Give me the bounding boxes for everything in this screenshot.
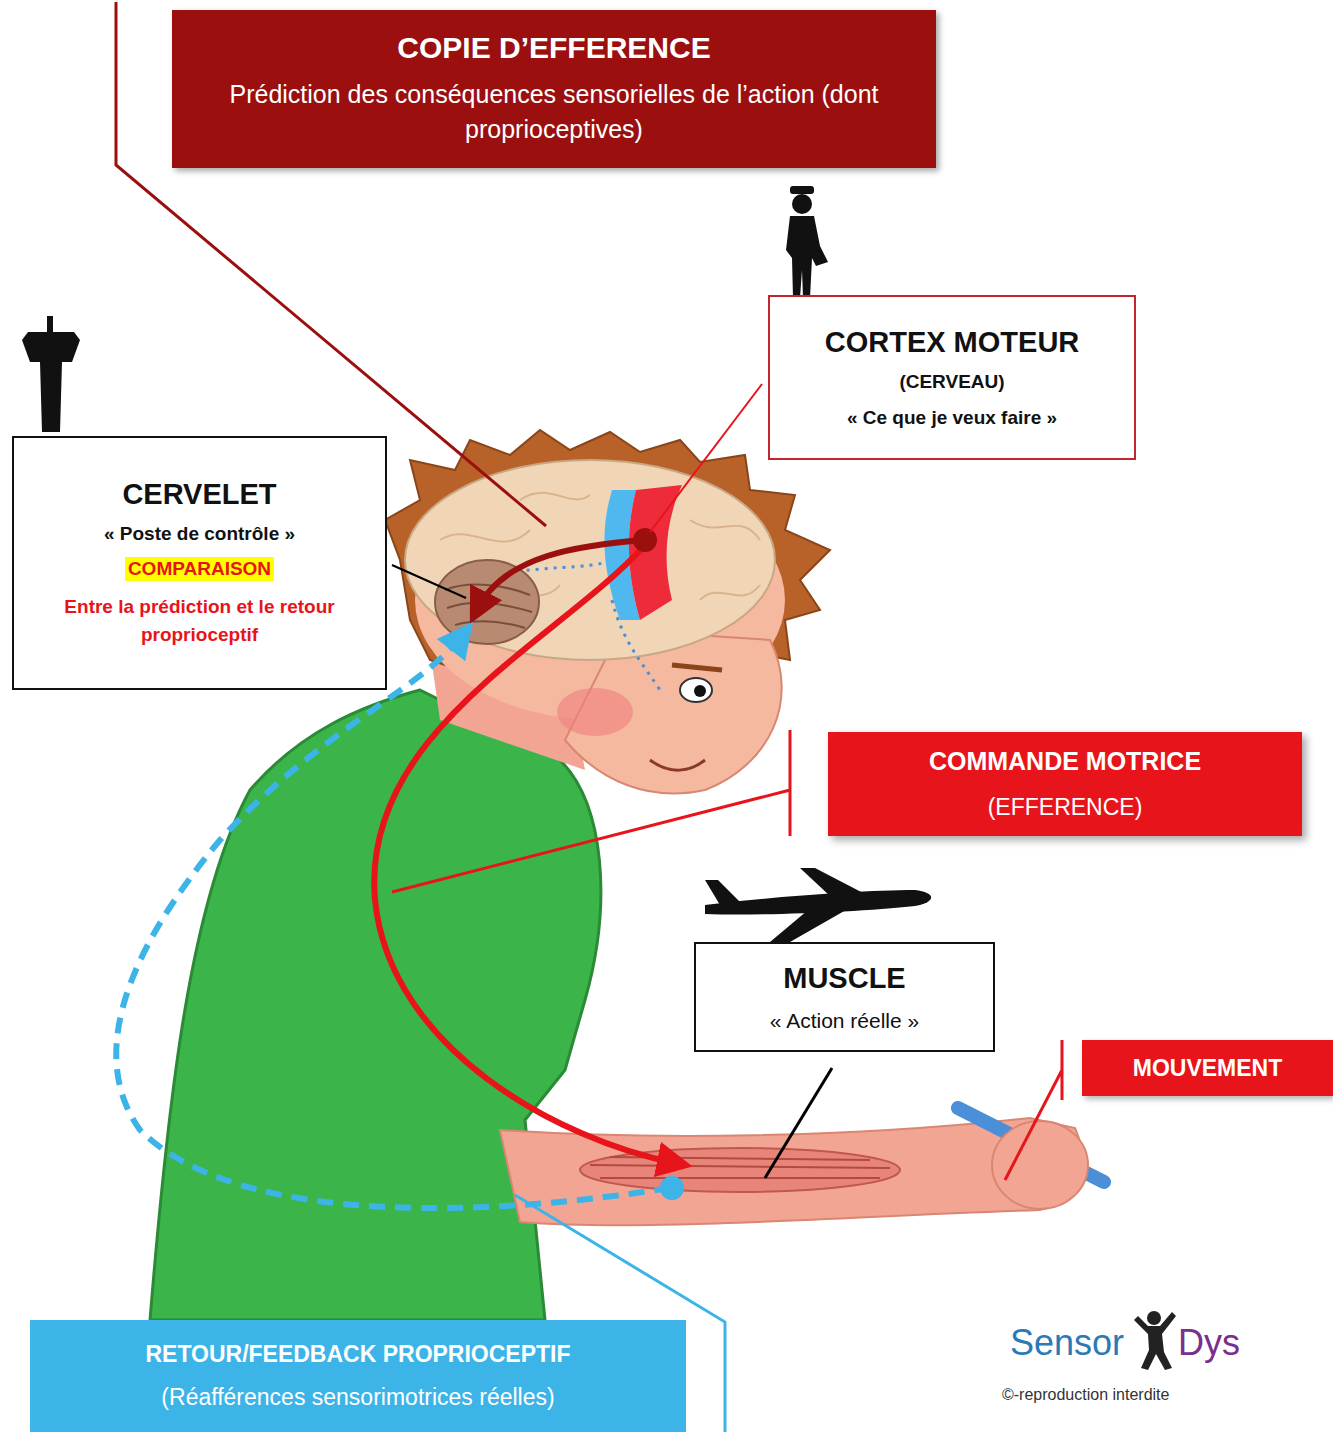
node-title: CERVELET (24, 478, 375, 511)
logo-text: Sensor (1010, 1322, 1124, 1364)
logo-figure (1134, 1311, 1176, 1370)
motor-cortex-box: CORTEX MOTEUR (CERVEAU) « Ce que je veux f… (768, 295, 1136, 460)
movement-box: MOUVEMENT (1082, 1040, 1333, 1096)
node-text: (Réafférences sensorimotrices réelles) (38, 1384, 678, 1411)
motor-command-arrow (374, 545, 675, 1163)
cerebellum-box: CERVELET « Poste de contrôle » COMPARAISON… (12, 436, 387, 690)
node-title: COMMANDE MOTRICE (836, 747, 1294, 776)
node-content: COMMANDE MOTRICE (EFFERENCE) (836, 747, 1294, 821)
illustration-part (770, 900, 860, 942)
illustration-part (705, 880, 740, 905)
leader-line (392, 565, 466, 598)
motor-cortex-dot (633, 528, 657, 552)
node-text: Entre la prédiction et le retour proprio… (24, 593, 375, 648)
node-content: MUSCLE « Action réelle » (704, 962, 985, 1033)
illustration-part (790, 186, 814, 194)
logo-text: Dys (1178, 1322, 1240, 1364)
node-text: (EFFERENCE) (836, 794, 1294, 821)
node-text: « Ce que je veux faire » (780, 407, 1124, 429)
illustration-part (47, 316, 53, 332)
leader-line (650, 384, 762, 532)
illustration-part (786, 216, 828, 298)
muscle-fibers (580, 1148, 900, 1192)
illustration-part (22, 332, 80, 340)
hand (992, 1121, 1088, 1209)
leader-line (765, 1068, 832, 1178)
node-content: CERVELET « Poste de contrôle » COMPARAISON… (24, 478, 375, 648)
receptor-dot (660, 1176, 684, 1200)
illustration-part (40, 362, 62, 432)
node-title: MOUVEMENT (1088, 1055, 1327, 1082)
illustration-part (1147, 1311, 1161, 1325)
leader-line (392, 730, 790, 892)
node-text: COMPARAISON (125, 557, 274, 581)
node-text: « Poste de contrôle » (24, 523, 375, 545)
illustration-part (800, 868, 865, 896)
illustration-part (22, 340, 80, 362)
soldier-silhouette (786, 186, 828, 298)
cheek (557, 688, 633, 736)
copyright-note: ©-reproduction interdite (1002, 1386, 1169, 1404)
eyebrow (672, 665, 722, 670)
mouth (650, 760, 705, 770)
node-title: COPIE D’EFFERENCE (184, 31, 924, 65)
eye (680, 678, 712, 702)
motor-command-box: COMMANDE MOTRICE (EFFERENCE) (828, 732, 1302, 836)
control-tower-silhouette (22, 316, 80, 432)
illustration-part (1134, 1312, 1176, 1370)
muscle-box: MUSCLE « Action réelle » (694, 942, 995, 1052)
node-title: RETOUR/FEEDBACK PROPRIOCEPTIF (38, 1341, 678, 1368)
node-content: RETOUR/FEEDBACK PROPRIOCEPTIF (Réafférenc… (38, 1341, 678, 1411)
muscle-lines (590, 1157, 890, 1178)
pupil (694, 685, 706, 697)
proprioceptive-feedback-arrow (116, 636, 670, 1208)
brain (405, 460, 775, 660)
proprioceptive-feedback-box: RETOUR/FEEDBACK PROPRIOCEPTIF (Réafférenc… (30, 1320, 686, 1432)
shirt (150, 690, 601, 1320)
node-title: MUSCLE (704, 962, 985, 995)
leader-line (1005, 1040, 1062, 1180)
efference-copy-box: COPIE D’EFFERENCE Prédiction des conséque… (172, 10, 936, 168)
node-content: COPIE D’EFFERENCE Prédiction des conséque… (184, 31, 924, 147)
node-title: CORTEX MOTEUR (780, 326, 1124, 359)
node-text: Prédiction des conséquences sensorielles… (184, 77, 924, 147)
node-text: « Action réelle » (704, 1009, 985, 1033)
node-text: (CERVEAU) (780, 371, 1124, 393)
airplane-silhouette (705, 868, 931, 942)
cerebellum (435, 560, 539, 644)
node-content: CORTEX MOTEUR (CERVEAU) « Ce que je veux f… (780, 326, 1124, 429)
illustration-part (792, 194, 812, 214)
node-content: MOUVEMENT (1088, 1055, 1327, 1082)
